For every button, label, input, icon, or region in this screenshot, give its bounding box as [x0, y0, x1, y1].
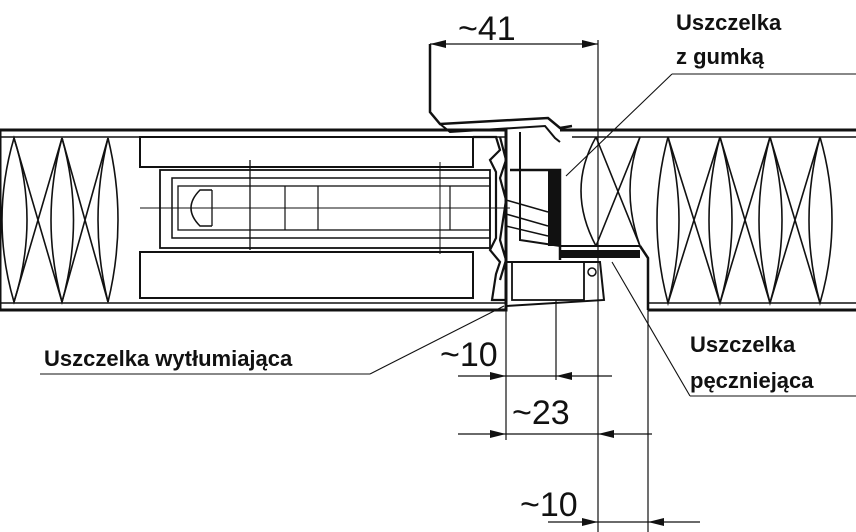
right-frame-panel	[560, 128, 856, 312]
upper-filler-block	[139, 136, 474, 168]
label-damping-seal: Uszczelka wytłumiająca	[44, 346, 293, 371]
label-rubber-seal-line2: z gumką	[676, 44, 765, 69]
label-intumescent-seal-line2: pęczniejąca	[690, 368, 814, 393]
leader-lines	[40, 73, 856, 397]
left-insulation-pattern	[1, 135, 119, 306]
damping-seal-foam	[511, 261, 585, 301]
overlap-profile	[428, 44, 650, 310]
dimension-gap-right: ~10	[520, 486, 578, 524]
dimension-top-width: ~41	[458, 10, 516, 48]
lower-filler-block	[139, 251, 474, 299]
rubber-seal-strip	[548, 170, 560, 246]
intumescent-seal-strip	[560, 250, 640, 258]
dimension-gap-left: ~10	[440, 336, 498, 374]
right-insulation-pattern	[580, 136, 833, 307]
dimension-overlap: ~23	[512, 394, 570, 432]
label-intumescent-seal-line1: Uszczelka	[690, 332, 796, 357]
lock-mechanism	[140, 160, 510, 254]
label-rubber-seal-line1: Uszczelka	[676, 10, 782, 35]
left-door-panel	[0, 128, 510, 312]
dimension-lines	[430, 40, 700, 532]
